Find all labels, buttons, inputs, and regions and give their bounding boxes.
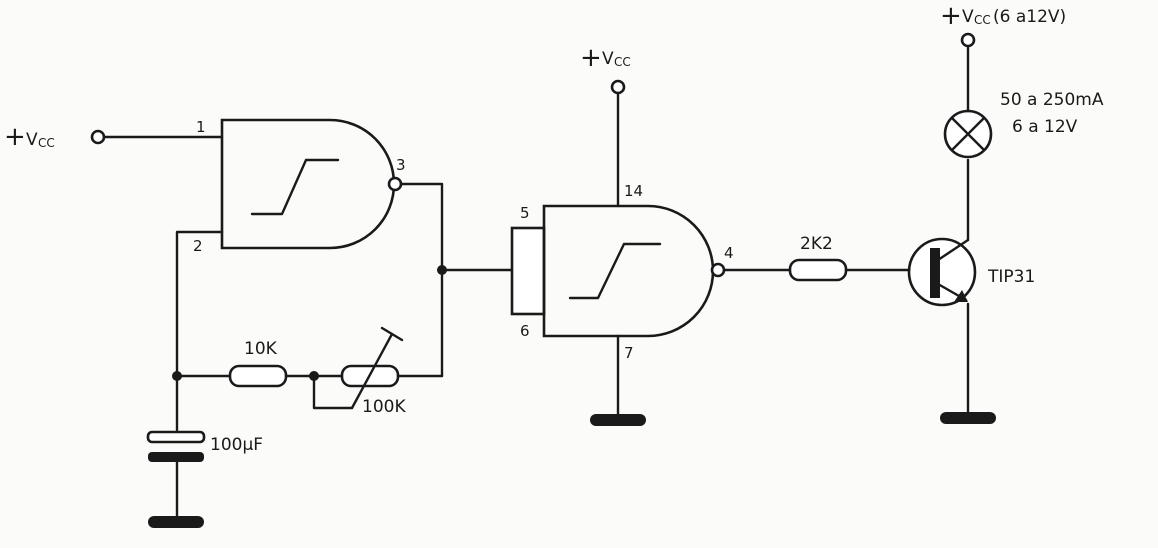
label-tip31: TIP31: [987, 267, 1035, 287]
gate1-pin3-label: 3: [396, 156, 406, 174]
wire-pin3-to-junction: [399, 182, 444, 378]
transistor-tip31: [907, 237, 977, 307]
pot-arrow-tick: [380, 326, 404, 342]
right-vcc-label: + V CC (6 a12V): [940, 1, 1066, 31]
lamp: [943, 109, 993, 159]
label-lamp-current: 50 a 250mA: [1000, 90, 1104, 110]
mid-vcc-sub: CC: [614, 55, 631, 69]
capacitor-plate-bottom: [148, 452, 204, 462]
label-2k2: 2K2: [800, 234, 833, 254]
gate2-pin4-label: 4: [724, 244, 734, 262]
gate2-body: [542, 204, 715, 338]
gate1-output-bubble: [387, 176, 403, 192]
gate1-nand-schmitt: [220, 118, 403, 250]
gate2-pin6-label: 6: [520, 322, 530, 340]
transistor-envelope: [907, 237, 977, 307]
gate2-pin7-label: 7: [624, 344, 634, 362]
resistor-10k: [228, 364, 288, 388]
mid-vcc-plus: +: [580, 43, 602, 73]
label-10k: 10K: [244, 339, 278, 359]
right-vcc-v: V: [962, 7, 974, 27]
left-vcc-label: + V CC: [4, 122, 55, 152]
transistor-base-bar: [930, 248, 940, 298]
resistor-2k2: [788, 258, 848, 282]
transistor-emitter-arrow: [954, 290, 968, 302]
ground-left: [148, 516, 204, 528]
gate2-pin5-label: 5: [520, 204, 530, 222]
label-lamp-voltage: 6 a 12V: [1012, 117, 1078, 137]
mid-vcc-terminal: [610, 79, 626, 95]
wire-pin2-to-cap: [175, 230, 224, 432]
junction-dot-gate2: [437, 265, 447, 275]
mid-vcc-label: + V CC: [580, 43, 631, 73]
right-vcc-plus: +: [940, 1, 962, 31]
gate2-hysteresis-symbol: [568, 242, 662, 300]
capacitor-100uf: [146, 430, 206, 462]
left-vcc-sub: CC: [38, 136, 55, 150]
left-vcc-terminal: [90, 129, 106, 145]
label-100uf: 100µF: [210, 435, 263, 455]
left-vcc-v: V: [26, 130, 38, 150]
pot-arrow-line: [350, 332, 394, 410]
gate2-nand-schmitt: [510, 204, 726, 338]
mid-vcc-v: V: [602, 49, 614, 69]
gate1-pin1-label: 1: [196, 118, 206, 136]
gate1-body: [220, 118, 396, 250]
right-vcc-range: (6 a12V): [993, 7, 1066, 27]
junction-dot-rc: [172, 371, 182, 381]
gate1-pin2-label: 2: [193, 237, 203, 255]
left-vcc-plus: +: [4, 122, 26, 152]
gate2-pin14-label: 14: [624, 182, 643, 200]
ground-right: [940, 412, 996, 424]
gate2-output-bubble: [710, 262, 726, 278]
gate1-hysteresis-symbol: [250, 158, 340, 216]
gate2-input-tie: [510, 226, 546, 316]
lamp-filament-cross: [950, 116, 986, 152]
label-100k: 100K: [362, 397, 406, 417]
wire-pot-wiper-short: [312, 374, 354, 410]
capacitor-plate-top: [146, 430, 206, 444]
ground-mid: [590, 414, 646, 426]
right-vcc-terminal: [960, 32, 976, 48]
right-vcc-sub: CC: [974, 13, 991, 27]
transistor-collector-lead: [936, 238, 970, 262]
